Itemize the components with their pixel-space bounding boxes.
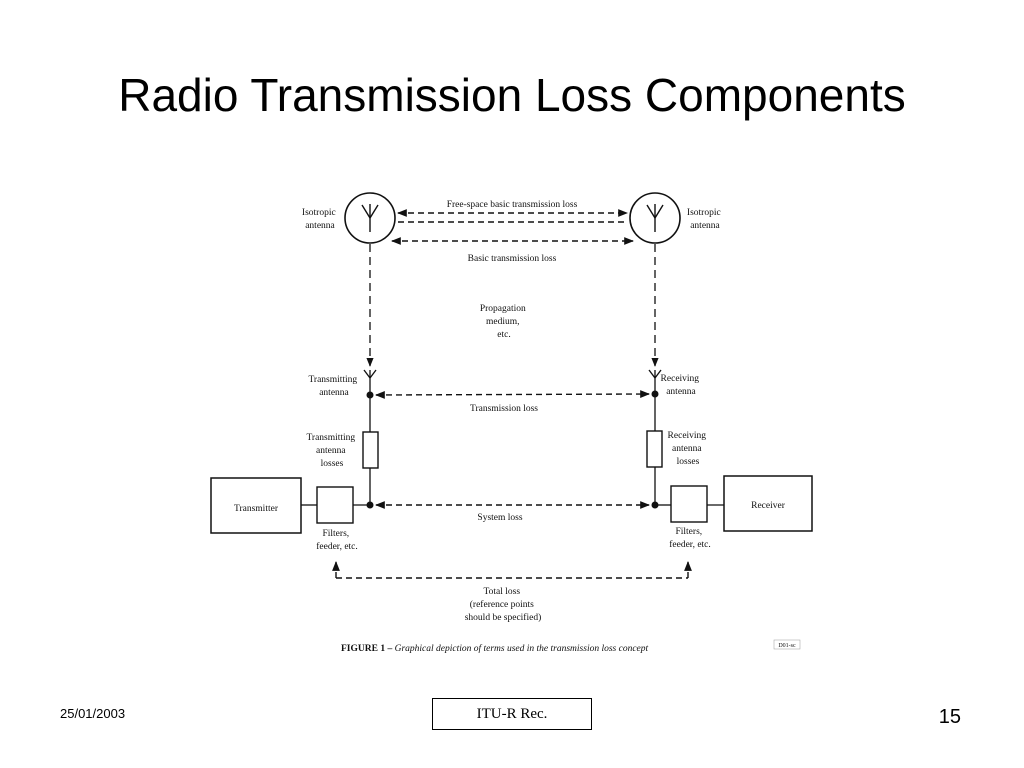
transmission-loss-label: Transmission loss bbox=[470, 404, 538, 414]
isotropic-antenna-left bbox=[344, 192, 396, 244]
footer-page-number: 15 bbox=[938, 706, 961, 728]
rx-antenna-label: Receiving antenna bbox=[661, 374, 702, 397]
filters-box-left bbox=[316, 486, 354, 524]
figure-caption: FIGURE 1 – Graphical depiction of terms … bbox=[341, 643, 649, 654]
receiver-box bbox=[723, 475, 813, 532]
basic-loss-label: Basic transmission loss bbox=[468, 254, 557, 264]
footer-source: ITU-R Rec. bbox=[432, 698, 592, 730]
figure-code-box bbox=[773, 639, 801, 650]
tx-antenna-node bbox=[366, 391, 374, 399]
rx-antenna-node bbox=[651, 390, 659, 398]
transmission-loss-arrow bbox=[375, 390, 650, 399]
medium-label: Propagation medium, etc. bbox=[480, 304, 528, 340]
slide-title: Radio Transmission Loss Components bbox=[118, 69, 906, 121]
filters-right-label: Filters, feeder, etc. bbox=[669, 527, 711, 550]
caption-text: Graphical depiction of terms used in the… bbox=[395, 643, 649, 654]
tx-losses-label: Transmitting antenna losses bbox=[306, 433, 357, 469]
filters-box-right bbox=[670, 485, 708, 523]
rx-antenna-symbol bbox=[648, 369, 662, 379]
tx-antenna-label: Transmitting antenna bbox=[308, 375, 359, 398]
figure-code: D01-sc bbox=[778, 643, 796, 649]
caption-prefix: FIGURE 1 – bbox=[341, 644, 395, 654]
total-loss-arrow bbox=[332, 561, 692, 579]
system-loss-label: System loss bbox=[477, 513, 522, 523]
rx-losses-label: Receiving antenna losses bbox=[668, 431, 709, 467]
free-space-label: Free-space basic transmission loss bbox=[447, 200, 578, 210]
iso-left-label: Isotropic antenna bbox=[302, 208, 338, 231]
tx-antenna-losses-box bbox=[362, 431, 379, 469]
total-loss-label: Total loss (reference points should be s… bbox=[465, 587, 542, 623]
rx-antenna-losses-box bbox=[646, 430, 663, 468]
footer-date: 25/01/2003 bbox=[60, 706, 126, 721]
receiver-label: Receiver bbox=[751, 501, 786, 511]
iso-right-label: Isotropic antenna bbox=[687, 208, 723, 231]
filters-left-label: Filters, feeder, etc. bbox=[316, 529, 358, 552]
isotropic-antenna-right bbox=[629, 192, 681, 244]
tx-antenna-symbol bbox=[363, 369, 377, 379]
transmitter-label: Transmitter bbox=[234, 504, 279, 514]
